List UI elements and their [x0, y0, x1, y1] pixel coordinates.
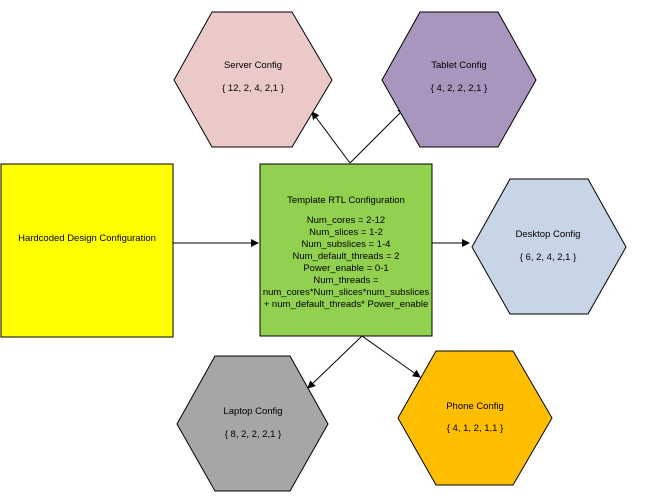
laptop-config-values: { 8, 2, 2, 2,1 } [225, 429, 282, 440]
arrow-template-to-laptop [307, 335, 363, 389]
template-line: num_cores*Num_slices*num_subslices [263, 287, 430, 298]
server-config-values: { 12, 2, 4, 2,1 } [222, 83, 284, 94]
connectors [173, 107, 470, 389]
server-config-name: Server Config [224, 60, 282, 71]
tablet-config-hexagon [381, 11, 537, 148]
template-config-title: Template RTL Configuration [287, 195, 405, 206]
template-line: Num_threads = [313, 275, 379, 286]
phone-config-name: Phone Config [446, 401, 504, 412]
phone-config-values: { 4, 1, 2, 1,1 } [447, 423, 504, 434]
tablet-config-values: { 4, 2, 2, 2,1 } [431, 83, 488, 94]
template-config-node: Template RTL Configuration Num_cores = 2… [259, 163, 433, 337]
template-line: Num_cores = 2-12 [307, 215, 385, 226]
laptop-config-name: Laptop Config [223, 406, 282, 417]
desktop-config-hexagon [471, 178, 627, 315]
template-line: Num_slices = 1-2 [309, 227, 383, 238]
template-line: Power_enable = 0-1 [303, 263, 388, 274]
desktop-config-node: Desktop Config { 6, 2, 4, 2,1 } [471, 178, 627, 315]
template-line: Num_subslices = 1-4 [302, 239, 391, 250]
laptop-config-hexagon [176, 355, 329, 492]
laptop-config-node: Laptop Config { 8, 2, 2, 2,1 } [176, 355, 329, 492]
hardcoded-config-label: Hardcoded Design Configuration [18, 233, 156, 244]
phone-config-hexagon [397, 350, 553, 486]
tablet-config-node: Tablet Config { 4, 2, 2, 2,1 } [381, 11, 537, 148]
desktop-config-values: { 6, 2, 4, 2,1 } [520, 252, 577, 263]
template-line: Num_default_threads = 2 [293, 251, 400, 262]
template-line: + num_default_threads* Power_enable [264, 299, 429, 310]
arrow-template-to-tablet [349, 107, 406, 164]
template-config-box [259, 163, 433, 337]
desktop-config-name: Desktop Config [516, 229, 581, 240]
server-config-node: Server Config { 12, 2, 4, 2,1 } [173, 11, 333, 148]
hardcoded-config-box [0, 163, 174, 338]
arrow-template-to-server [311, 111, 351, 164]
arrow-template-to-phone [361, 335, 421, 378]
tablet-config-name: Tablet Config [431, 60, 486, 71]
hardcoded-config-node: Hardcoded Design Configuration [0, 163, 174, 338]
phone-config-node: Phone Config { 4, 1, 2, 1,1 } [397, 350, 553, 486]
server-config-hexagon [173, 11, 333, 148]
